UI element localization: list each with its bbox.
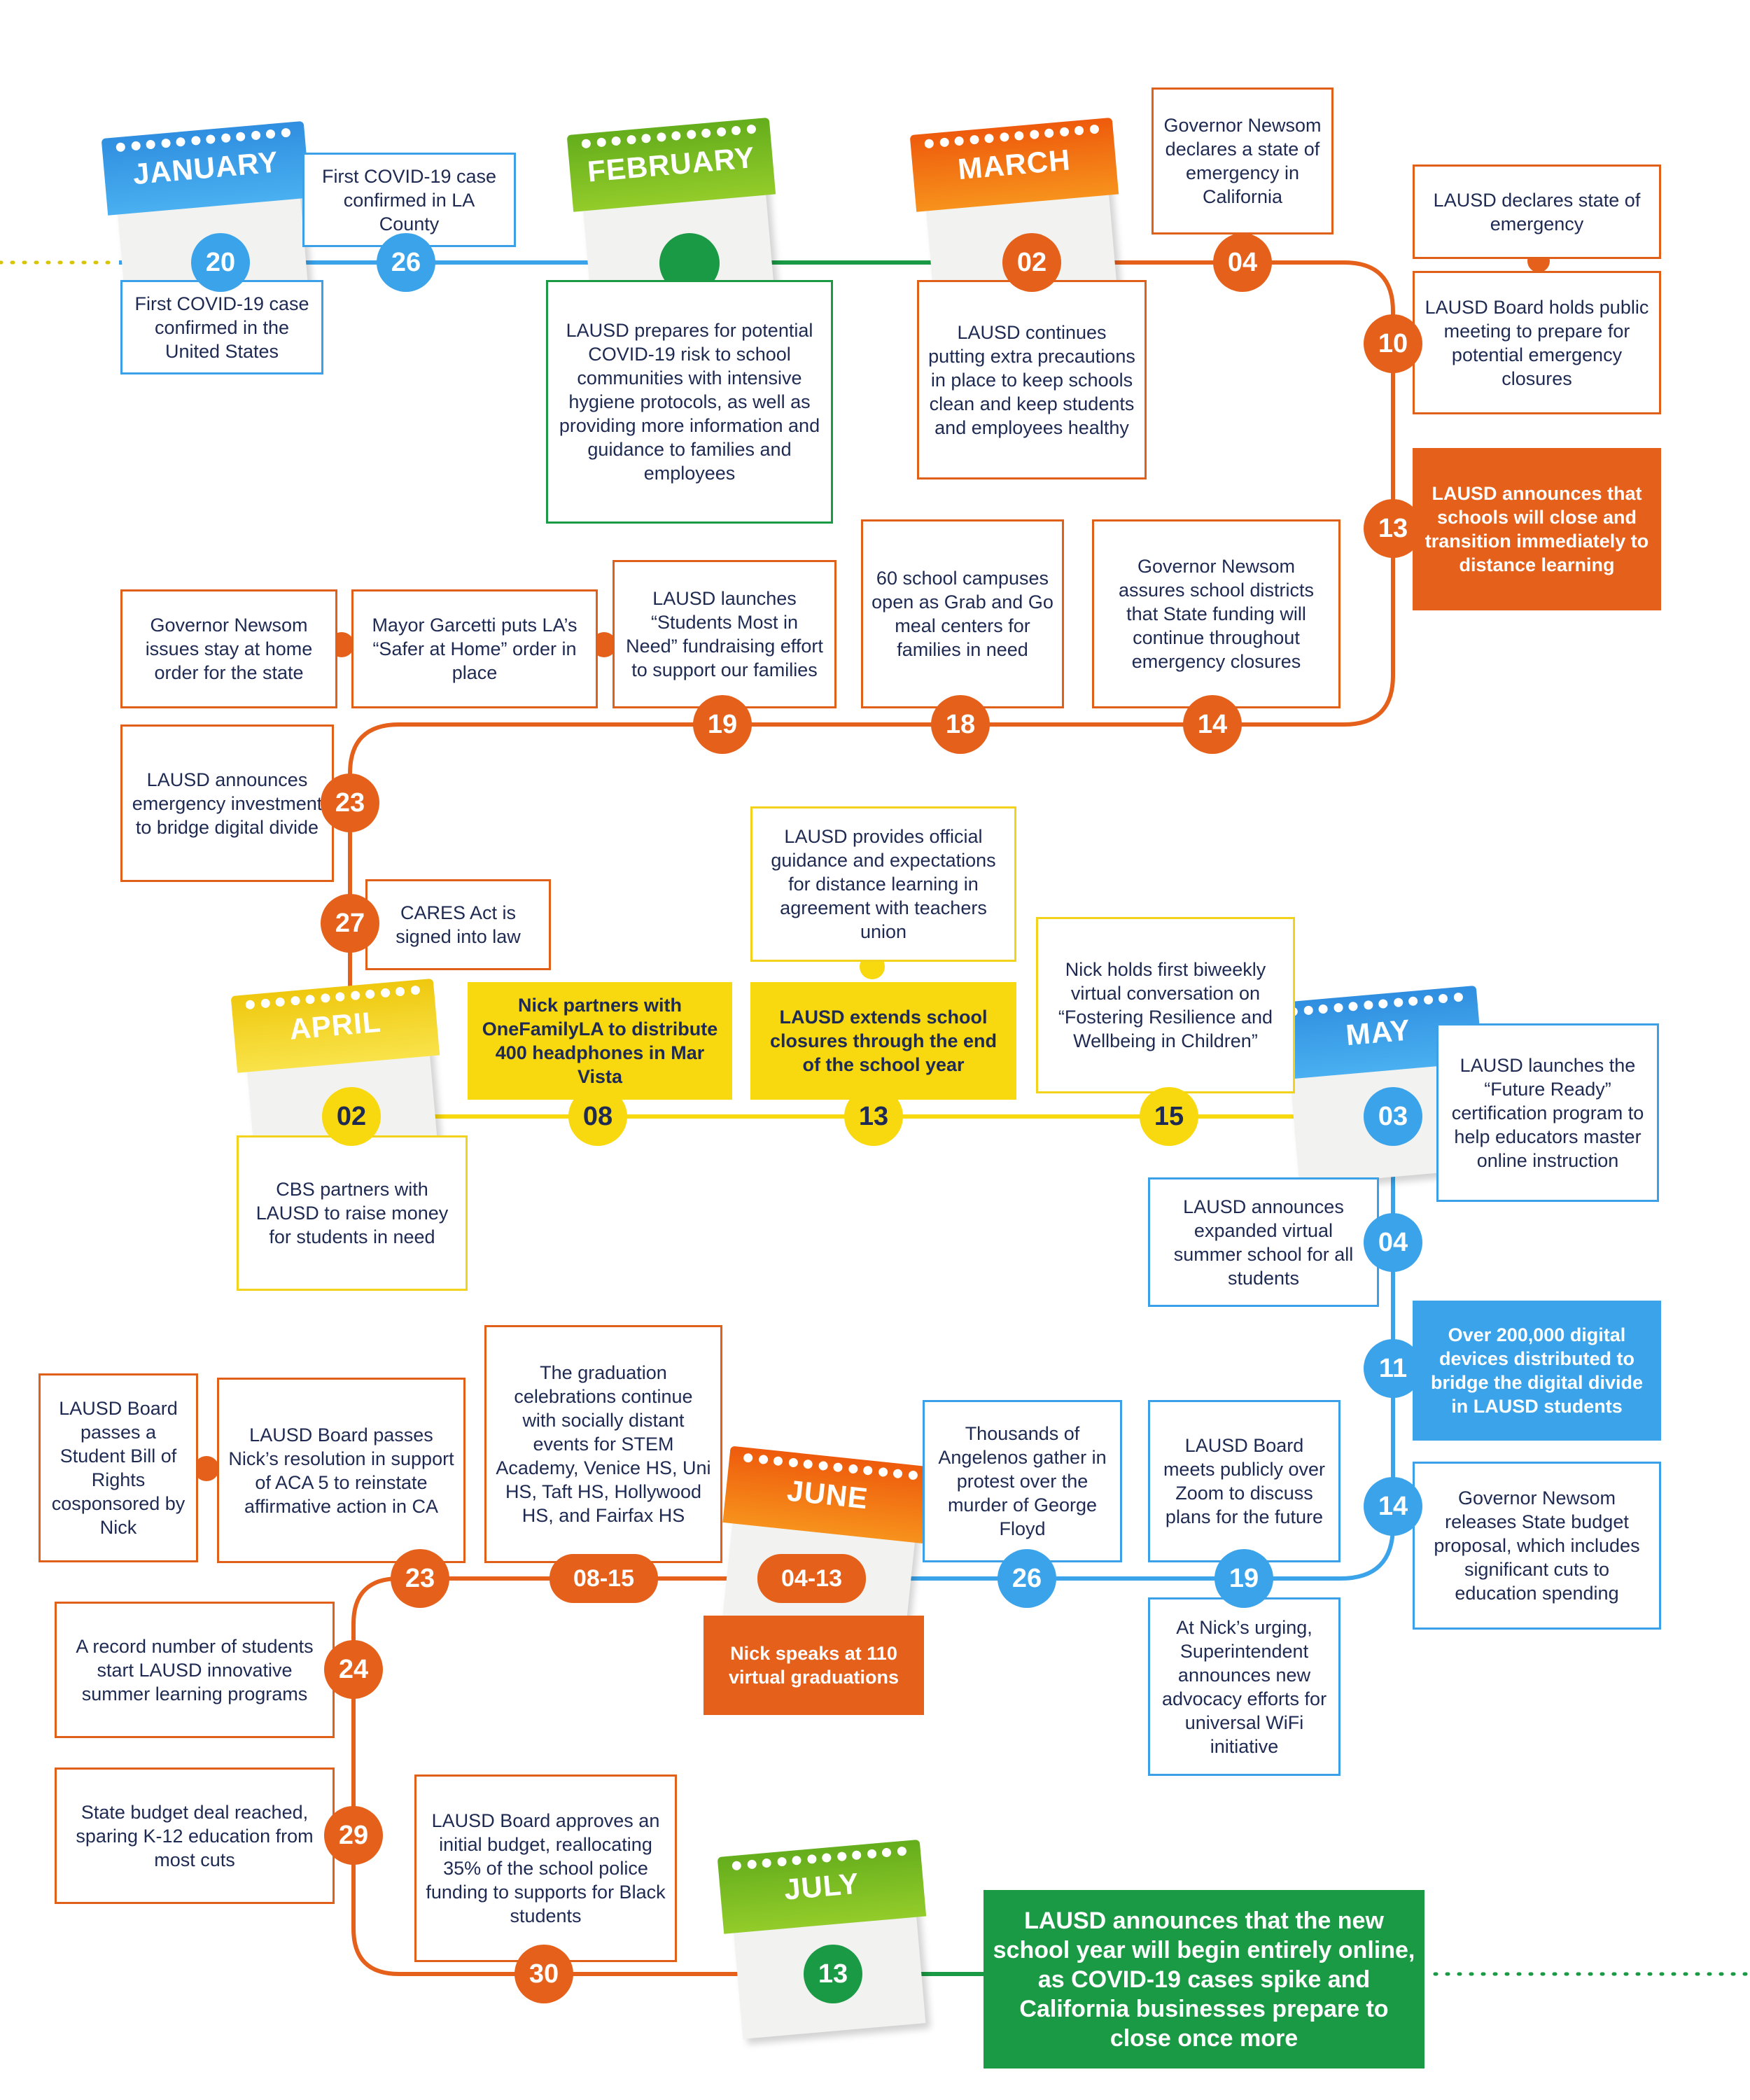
event-box: LAUSD Board passes Nick’s resolution in … [217, 1378, 465, 1563]
day-badge: 18 [931, 695, 990, 754]
event-box: Governor Newsom issues stay at home orde… [120, 589, 337, 708]
day-badge: 14 [1364, 1477, 1422, 1536]
event-box: First COVID-19 case confirmed in the Uni… [120, 280, 323, 374]
day-badge: 08-15 [550, 1554, 658, 1603]
event-box: LAUSD Board meets publicly over Zoom to … [1148, 1400, 1340, 1562]
day-badge: 13 [804, 1945, 862, 2003]
event-box: LAUSD declares state of emergency [1413, 164, 1661, 259]
day-badge: 10 [1364, 314, 1422, 373]
event-box: A record number of students start LAUSD … [55, 1602, 335, 1738]
day-badge: 24 [324, 1640, 383, 1699]
day-badge: 15 [1140, 1087, 1198, 1146]
event-box-highlight: Nick speaks at 110 virtual graduations [704, 1616, 924, 1715]
calendar-june: JUNE [713, 1446, 933, 1648]
event-box: First COVID-19 case confirmed in LA Coun… [302, 153, 516, 247]
day-badge: 26 [377, 233, 435, 292]
day-badge: 13 [844, 1087, 903, 1146]
month-label-march: MARCH [956, 143, 1072, 186]
month-label-may: MAY [1344, 1013, 1412, 1052]
event-box: Governor Newsom releases State budget pr… [1413, 1462, 1661, 1630]
day-badge: 23 [391, 1549, 449, 1608]
month-label-april: APRIL [288, 1004, 383, 1046]
event-box: Governor Newsom assures school districts… [1092, 519, 1340, 708]
day-badge: 27 [321, 894, 379, 953]
day-badge: 04 [1364, 1213, 1422, 1272]
event-box: LAUSD launches “Students Most in Need” f… [612, 560, 836, 708]
event-box: State budget deal reached, sparing K-12 … [55, 1768, 335, 1904]
event-box: LAUSD announces expanded virtual summer … [1148, 1177, 1379, 1307]
event-box-highlight: Nick partners with OneFamilyLA to distri… [468, 982, 732, 1100]
day-badge: 30 [514, 1945, 573, 2003]
event-box: CARES Act is signed into law [365, 879, 551, 970]
event-box: LAUSD prepares for potential COVID-19 ri… [546, 280, 833, 524]
event-box: The graduation celebrations continue wit… [484, 1325, 722, 1563]
event-box: LAUSD provides official guidance and exp… [750, 806, 1016, 962]
day-badge: 02 [322, 1087, 381, 1146]
day-badge: 23 [321, 774, 379, 832]
event-box: 60 school campuses open as Grab and Go m… [861, 519, 1064, 708]
day-badge: 11 [1364, 1339, 1422, 1398]
day-badge: 14 [1183, 695, 1242, 754]
node-student-bill [194, 1456, 219, 1481]
day-badge: 04-13 [757, 1554, 866, 1603]
month-label-june: JUNE [785, 1474, 870, 1516]
event-box: Thousands of Angelenos gather in protest… [923, 1400, 1122, 1562]
event-box: LAUSD launches the “Future Ready” certif… [1436, 1023, 1659, 1202]
day-badge: 02 [1002, 233, 1061, 292]
event-box: LAUSD Board approves an initial budget, … [414, 1774, 677, 1962]
day-badge: 13 [1364, 499, 1422, 558]
event-box-highlight: LAUSD extends school closures through th… [750, 982, 1016, 1100]
event-box: LAUSD continues putting extra precaution… [917, 280, 1147, 479]
day-badge: 08 [568, 1087, 627, 1146]
event-box: LAUSD Board holds public meeting to prep… [1413, 271, 1661, 414]
event-box: LAUSD announces emergency investment to … [120, 724, 334, 882]
day-badge: 04 [1213, 233, 1272, 292]
event-box: LAUSD Board passes a Student Bill of Rig… [38, 1373, 198, 1562]
day-badge: 19 [1214, 1549, 1273, 1608]
event-box-highlight: LAUSD announces that the new school year… [983, 1890, 1424, 2068]
event-box: Governor Newsom declares a state of emer… [1152, 88, 1334, 234]
event-box: Nick holds first biweekly virtual conver… [1036, 917, 1295, 1093]
day-badge: 19 [693, 695, 752, 754]
event-box: At Nick’s urging, Superintendent announc… [1148, 1597, 1340, 1776]
event-box-highlight: LAUSD announces that schools will close … [1413, 448, 1661, 610]
month-label-july: JULY [783, 1866, 861, 1906]
day-badge: 29 [324, 1806, 383, 1865]
event-box-highlight: Over 200,000 digital devices distributed… [1413, 1301, 1661, 1441]
day-badge: 20 [191, 233, 250, 292]
event-box: Mayor Garcetti puts LA’s “Safer at Home”… [351, 589, 598, 708]
day-badge: 03 [1364, 1087, 1422, 1146]
event-box: CBS partners with LAUSD to raise money f… [237, 1135, 468, 1291]
day-badge: 26 [997, 1549, 1056, 1608]
